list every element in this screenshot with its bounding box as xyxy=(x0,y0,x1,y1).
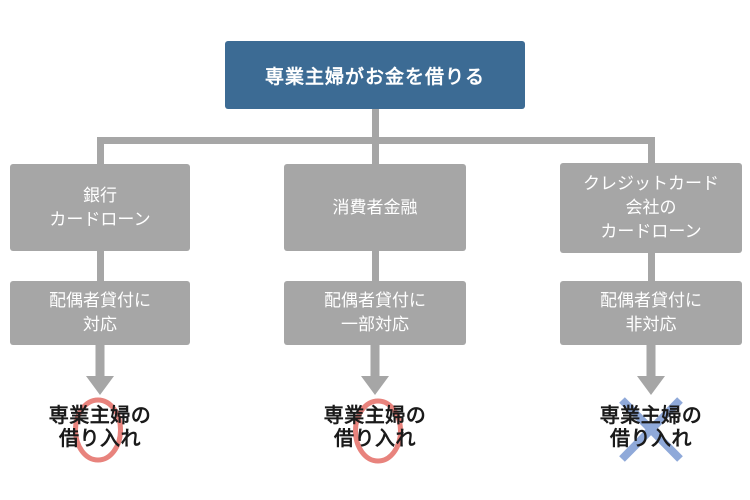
connector-mid-right xyxy=(648,252,655,282)
connector-mid-left xyxy=(97,250,104,282)
circle-mark-icon xyxy=(353,398,403,464)
arrow-down-icon xyxy=(637,344,665,395)
cross-mark-icon xyxy=(619,397,683,462)
spousal-support-node-right: 配偶者貸付に 非対応 xyxy=(560,281,742,345)
arrow-down-icon xyxy=(86,344,114,395)
channel-node-credit-card-loan: クレジットカード 会社の カードローン xyxy=(560,163,742,253)
outcome-label-right: 専業主婦の 借り入れ xyxy=(599,405,703,450)
arrow-down-icon xyxy=(361,344,389,395)
connector-root-stem xyxy=(372,109,379,144)
circle-mark-icon xyxy=(73,397,123,463)
root-node: 専業主婦がお金を借りる xyxy=(225,41,525,109)
spousal-support-node-left: 配偶者貸付に 対応 xyxy=(10,281,190,345)
connector-mid-center xyxy=(372,250,379,282)
connector-drop-center xyxy=(372,140,379,165)
connector-drop-left xyxy=(97,140,104,165)
channel-node-consumer-finance: 消費者金融 xyxy=(284,164,466,251)
outcome-label-center: 専業主婦の 借り入れ xyxy=(323,405,427,450)
outcome-label-left: 専業主婦の 借り入れ xyxy=(48,405,152,450)
channel-node-bank-card-loan: 銀行 カードローン xyxy=(10,164,190,251)
connector-drop-right xyxy=(648,140,655,165)
spousal-support-node-center: 配偶者貸付に 一部対応 xyxy=(284,281,466,345)
